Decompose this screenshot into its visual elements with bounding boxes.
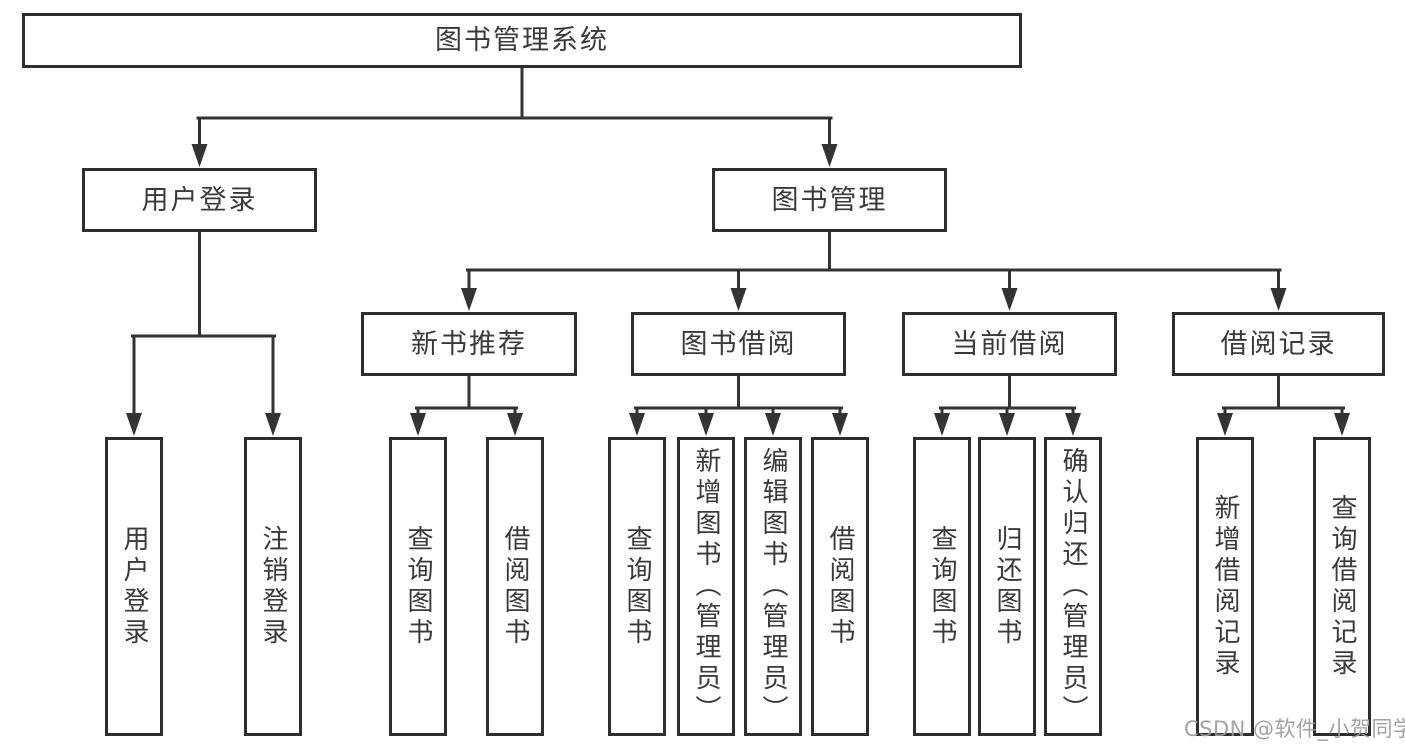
node-bb-add-book: 新增图书（管理员） <box>677 437 735 736</box>
node-leaf-logout: 注销登录 <box>244 437 302 736</box>
node-bb-borrow-book: 借阅图书 <box>811 437 869 736</box>
node-label: 归还图书 <box>992 524 1022 649</box>
node-label: 查询图书 <box>927 524 957 649</box>
node-cb-confirm-return: 确认归还（管理员） <box>1044 437 1102 736</box>
node-leaf-user-login: 用户登录 <box>105 437 163 736</box>
node-bb-query-book: 查询图书 <box>608 437 666 736</box>
node-nbr-borrow-book: 借阅图书 <box>486 437 544 736</box>
node-label: 借阅图书 <box>825 524 855 649</box>
node-root: 图书管理系统 <box>22 13 1022 68</box>
node-user-login: 用户登录 <box>82 168 317 232</box>
node-label: 用户登录 <box>141 184 258 216</box>
node-current-borrow: 当前借阅 <box>902 312 1117 376</box>
node-label: 确认归还（管理员） <box>1058 447 1088 726</box>
node-label: 图书借阅 <box>680 328 797 360</box>
node-label: 查询借阅记录 <box>1327 493 1357 680</box>
node-borrow-records: 借阅记录 <box>1172 312 1385 376</box>
node-nbr-query-book: 查询图书 <box>389 437 447 736</box>
node-br-add-record: 新增借阅记录 <box>1196 437 1254 736</box>
node-label: 新增借阅记录 <box>1210 493 1240 680</box>
node-label: 借阅图书 <box>500 524 530 649</box>
watermark: CSDN @软件_小贺同学 <box>1184 717 1405 741</box>
node-book-borrow: 图书借阅 <box>631 312 846 376</box>
node-new-book-rec: 新书推荐 <box>361 312 577 376</box>
node-br-query-record: 查询借阅记录 <box>1313 437 1371 736</box>
node-label: 用户登录 <box>119 524 149 649</box>
node-label: 借阅记录 <box>1220 328 1337 360</box>
node-cb-query-book: 查询图书 <box>913 437 971 736</box>
node-label: 编辑图书（管理员） <box>758 447 788 726</box>
node-label: 查询图书 <box>403 524 433 649</box>
node-cb-return-book: 归还图书 <box>978 437 1036 736</box>
node-bb-edit-book: 编辑图书（管理员） <box>744 437 802 736</box>
node-label: 当前借阅 <box>951 328 1068 360</box>
node-label: 查询图书 <box>622 524 652 649</box>
node-label: 新书推荐 <box>411 328 527 360</box>
node-label: 注销登录 <box>258 524 288 649</box>
node-book-mgmt: 图书管理 <box>712 168 947 232</box>
node-label: 新增图书（管理员） <box>691 447 721 726</box>
node-label: 图书管理 <box>771 184 888 216</box>
node-label: 图书管理系统 <box>435 25 609 56</box>
